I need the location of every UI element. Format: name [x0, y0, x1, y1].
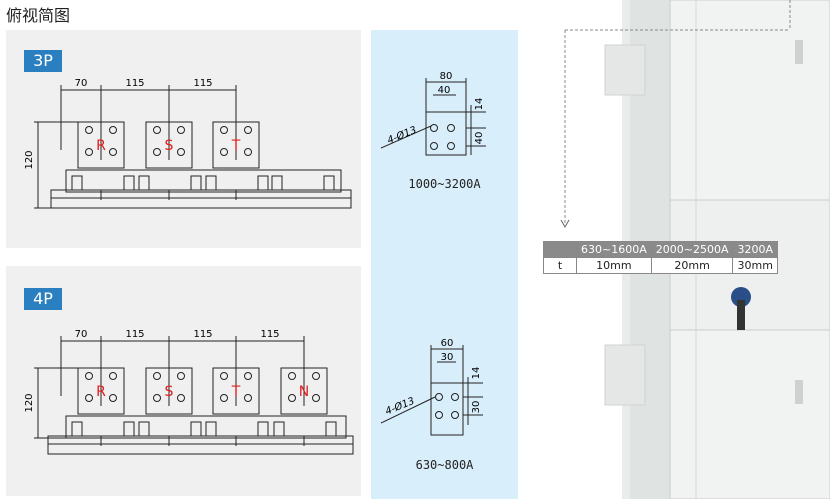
- top-view-3p-panel: [6, 30, 361, 248]
- spec-header-3200: 3200A: [732, 241, 778, 258]
- dim-4p-3: 115: [193, 329, 212, 340]
- spec-header-row: 630~1600A 2000~2500A 3200A: [543, 241, 778, 258]
- dim-4p-4: 115: [260, 329, 279, 340]
- terminal-detail-small: 60 30 14 30 4-Ø13: [380, 338, 483, 436]
- phase-n-4p: N: [299, 384, 309, 400]
- inner-width-small: 30: [441, 352, 454, 363]
- spec-value-2000-2500: 20mm: [650, 257, 734, 274]
- spec-header-empty: [543, 241, 577, 258]
- phase-t-3p: T: [231, 138, 241, 154]
- spec-row-label: t: [543, 257, 577, 274]
- tag-4p: 4P: [24, 288, 62, 310]
- dim-3p-2: 115: [125, 78, 144, 89]
- phase-s-3p: S: [165, 138, 174, 154]
- inner-width-large: 40: [438, 85, 451, 96]
- terminal-detail-large: 80 40 14 40 4-Ø13: [380, 71, 486, 156]
- phase-t-4p: T: [231, 384, 241, 400]
- range-label-small: 630~800A: [415, 458, 474, 472]
- spec-value-row: t 10mm 20mm 30mm: [543, 257, 778, 274]
- busbar-3p-drawing: 70 115 115 120 R S T: [24, 78, 352, 209]
- top-offset-large: 14: [474, 98, 485, 111]
- outer-width-large: 80: [440, 71, 453, 82]
- height-dim-4p: 120: [24, 393, 35, 412]
- phase-s-4p: S: [165, 384, 174, 400]
- spec-value-630-1600: 10mm: [576, 257, 652, 274]
- busbar-4p-drawing: 70 115 115 115 120 R S T N: [24, 329, 354, 455]
- terminal-detail-column: [371, 30, 518, 499]
- page-title: 俯视简图: [6, 6, 71, 25]
- outer-width-small: 60: [441, 338, 454, 349]
- thickness-spec-table: 630~1600A 2000~2500A 3200A t 10mm 20mm 3…: [543, 241, 778, 274]
- phase-r-3p: R: [96, 138, 106, 154]
- holes-large: 4-Ø13: [385, 124, 418, 147]
- top-view-4p-panel: [6, 266, 361, 496]
- dim-3p-3: 115: [193, 78, 212, 89]
- phase-r-4p: R: [96, 384, 106, 400]
- top-offset-small: 14: [471, 367, 482, 380]
- spacing-small: 30: [471, 401, 482, 414]
- dim-4p-2: 115: [125, 329, 144, 340]
- height-dim-3p: 120: [24, 150, 35, 169]
- spacing-large: 40: [474, 132, 485, 145]
- range-label-large: 1000~3200A: [408, 177, 481, 191]
- spec-header-2000-2500: 2000~2500A: [650, 241, 734, 258]
- dim-3p-1: 70: [75, 78, 88, 89]
- spec-value-3200: 30mm: [732, 257, 778, 274]
- spec-header-630-1600: 630~1600A: [576, 241, 652, 258]
- dim-4p-1: 70: [75, 329, 88, 340]
- tag-3p: 3P: [24, 50, 62, 72]
